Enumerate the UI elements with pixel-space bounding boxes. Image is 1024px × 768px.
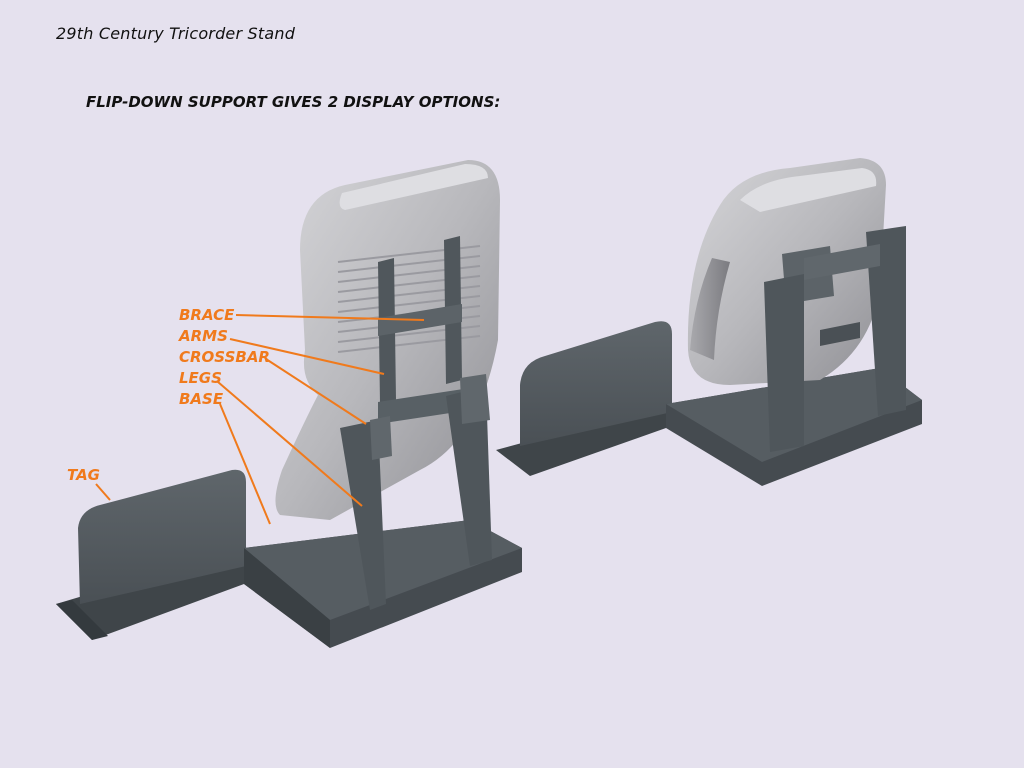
crossbar-leader <box>265 358 367 425</box>
page-subtitle: FLIP-DOWN SUPPORT GIVES 2 DISPLAY OPTION… <box>86 93 501 111</box>
leg-right-front <box>764 274 804 452</box>
tag-plate-left <box>78 469 246 604</box>
crossbar-right <box>804 244 880 280</box>
leg-right-back <box>866 226 906 416</box>
stand-left <box>56 160 522 648</box>
label-arms: ARMS <box>179 327 228 345</box>
label-legs: LEGS <box>179 369 222 387</box>
page-title: 29th Century Tricorder Stand <box>56 24 296 43</box>
label-tag: TAG <box>67 466 100 484</box>
label-base: BASE <box>179 390 224 408</box>
leg-left-front <box>340 420 386 610</box>
label-brace: BRACE <box>179 306 235 324</box>
legs-leader <box>217 381 363 507</box>
label-crossbar: CROSSBAR <box>179 348 270 366</box>
callout-lines <box>95 314 425 525</box>
base-leader <box>219 403 271 525</box>
arms-leader <box>229 338 385 375</box>
stand-right <box>496 158 922 486</box>
leg-left-back <box>446 386 492 566</box>
tag-leader <box>95 483 111 501</box>
brace-leader <box>235 314 425 321</box>
tag-plate-right <box>520 321 672 446</box>
